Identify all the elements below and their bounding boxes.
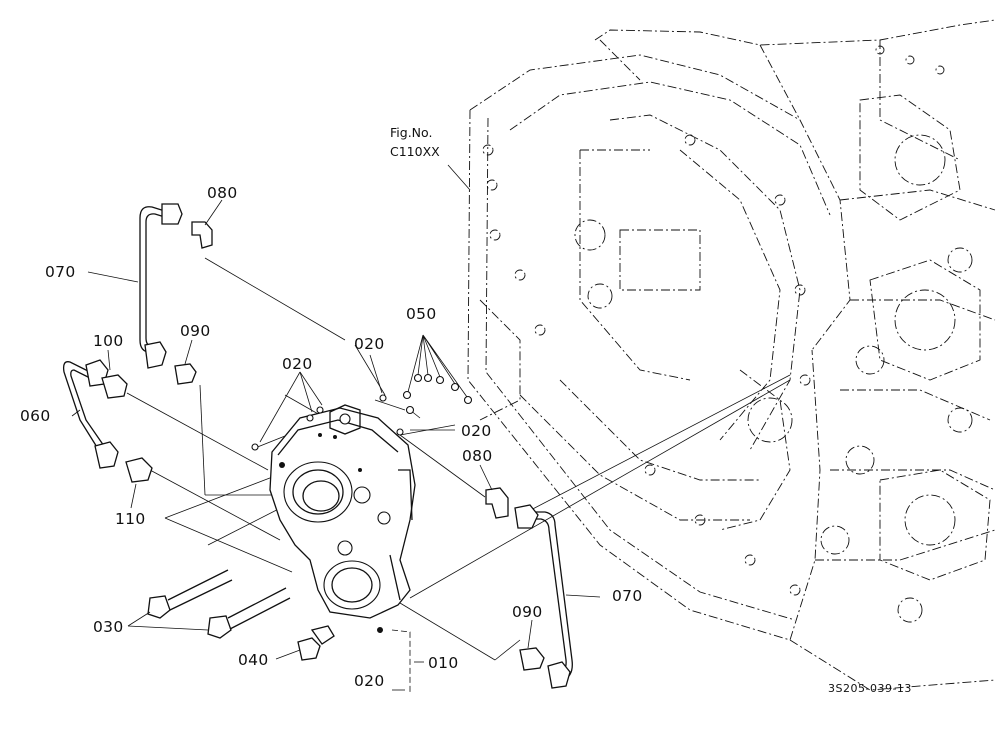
- pipe-060: [62, 359, 119, 469]
- label-020-bottom: 020: [354, 672, 385, 690]
- label-080-top: 080: [207, 184, 238, 202]
- label-090-top: 090: [180, 322, 211, 340]
- label-090-bottom: 090: [512, 603, 543, 621]
- bolts-030: [147, 569, 291, 639]
- label-110: 110: [115, 510, 146, 528]
- drawing-reference: 3S205-039-13: [828, 682, 912, 695]
- gear-housing-010: [269, 404, 416, 633]
- pins-020: [251, 394, 404, 451]
- label-050: 050: [406, 305, 437, 323]
- label-060: 060: [20, 407, 51, 425]
- adapter-100: [101, 374, 128, 399]
- orings-050: [402, 334, 473, 415]
- label-100: 100: [93, 332, 124, 350]
- label-010: 010: [428, 654, 459, 672]
- callout-leaders: [71, 164, 601, 694]
- label-070-left: 070: [45, 263, 76, 281]
- elbow-080-top: [191, 221, 213, 249]
- adapter-110: [125, 457, 153, 483]
- fig-no-label: Fig.No.: [390, 125, 432, 140]
- callout-labels: 080 070 090 100 060 110 020 020 050 020 …: [20, 125, 912, 695]
- transmission-case-outline: [467, 19, 996, 691]
- label-020-c: 020: [461, 422, 492, 440]
- fig-no-value: C110XX: [390, 144, 440, 159]
- pipe-070-left: [139, 203, 183, 369]
- label-030: 030: [93, 618, 124, 636]
- adapter-090-top: [174, 363, 197, 385]
- label-020-b: 020: [354, 335, 385, 353]
- label-020-a: 020: [282, 355, 313, 373]
- elbow-080-right: [485, 487, 509, 519]
- pipe-070-right: [514, 504, 573, 689]
- assembly-guide-lines: [126, 257, 791, 661]
- adapter-090-bottom: [519, 647, 545, 671]
- label-080-right: 080: [462, 447, 493, 465]
- label-070-right: 070: [612, 587, 643, 605]
- plug-040: [297, 625, 335, 661]
- label-040: 040: [238, 651, 269, 669]
